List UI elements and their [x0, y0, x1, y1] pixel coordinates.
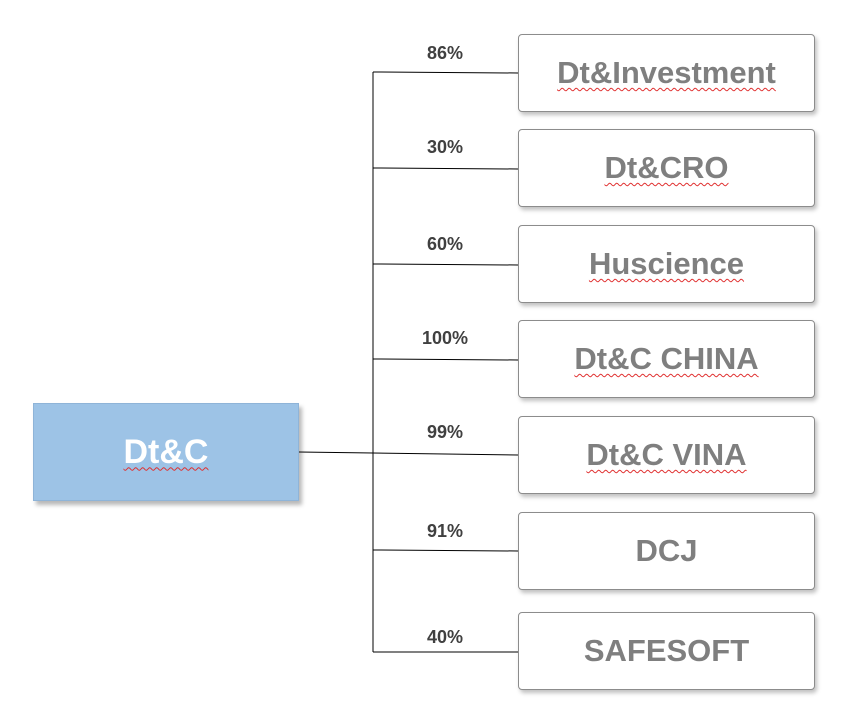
subsidiary-box-7[interactable]: SAFESOFT: [518, 612, 815, 690]
subsidiary-label-7: SAFESOFT: [583, 633, 750, 668]
subsidiary-label-5-text: Dt&C VINA: [586, 437, 747, 472]
ownership-percent-2: 30%: [426, 137, 464, 157]
subsidiary-box-1[interactable]: Dt&Investment: [518, 34, 815, 112]
subsidiary-box-6[interactable]: DCJ: [518, 512, 815, 590]
branch-line-3: [372, 263, 519, 266]
branch-line-1: [372, 71, 519, 74]
subsidiary-label-4: Dt&C CHINA: [574, 341, 758, 377]
ownership-percent-1: 86%: [426, 43, 464, 63]
ownership-percent-5: 99%: [426, 422, 464, 442]
ownership-percent-7: 40%: [426, 627, 464, 647]
root-connector: [298, 451, 519, 456]
branch-line-6: [372, 549, 519, 552]
ownership-percent-6: 91%: [426, 521, 464, 541]
subsidiary-label-3: Huscience: [588, 246, 745, 281]
subsidiary-box-4[interactable]: Dt&C CHINA: [518, 320, 815, 398]
subsidiary-box-3[interactable]: Huscience: [518, 225, 815, 303]
branch-line-4: [372, 358, 519, 361]
subsidiary-label-5: Dt&C VINA: [586, 437, 746, 473]
subsidiary-label-1: Dt&Investment: [557, 55, 776, 90]
subsidiary-label-4-text: Dt&C CHINA: [574, 341, 759, 376]
subsidiary-label-2: Dt&CRO: [604, 150, 729, 185]
root-company-box[interactable]: Dt&C: [33, 403, 299, 501]
subsidiary-box-5[interactable]: Dt&C VINA: [518, 416, 815, 494]
subsidiary-label-6: DCJ: [635, 533, 698, 568]
root-company-label: Dt&C: [123, 432, 209, 471]
ownership-percent-4: 100%: [421, 328, 469, 348]
subsidiary-box-2[interactable]: Dt&CRO: [518, 129, 815, 207]
ownership-percent-3: 60%: [426, 234, 464, 254]
branch-line-2: [372, 167, 519, 170]
